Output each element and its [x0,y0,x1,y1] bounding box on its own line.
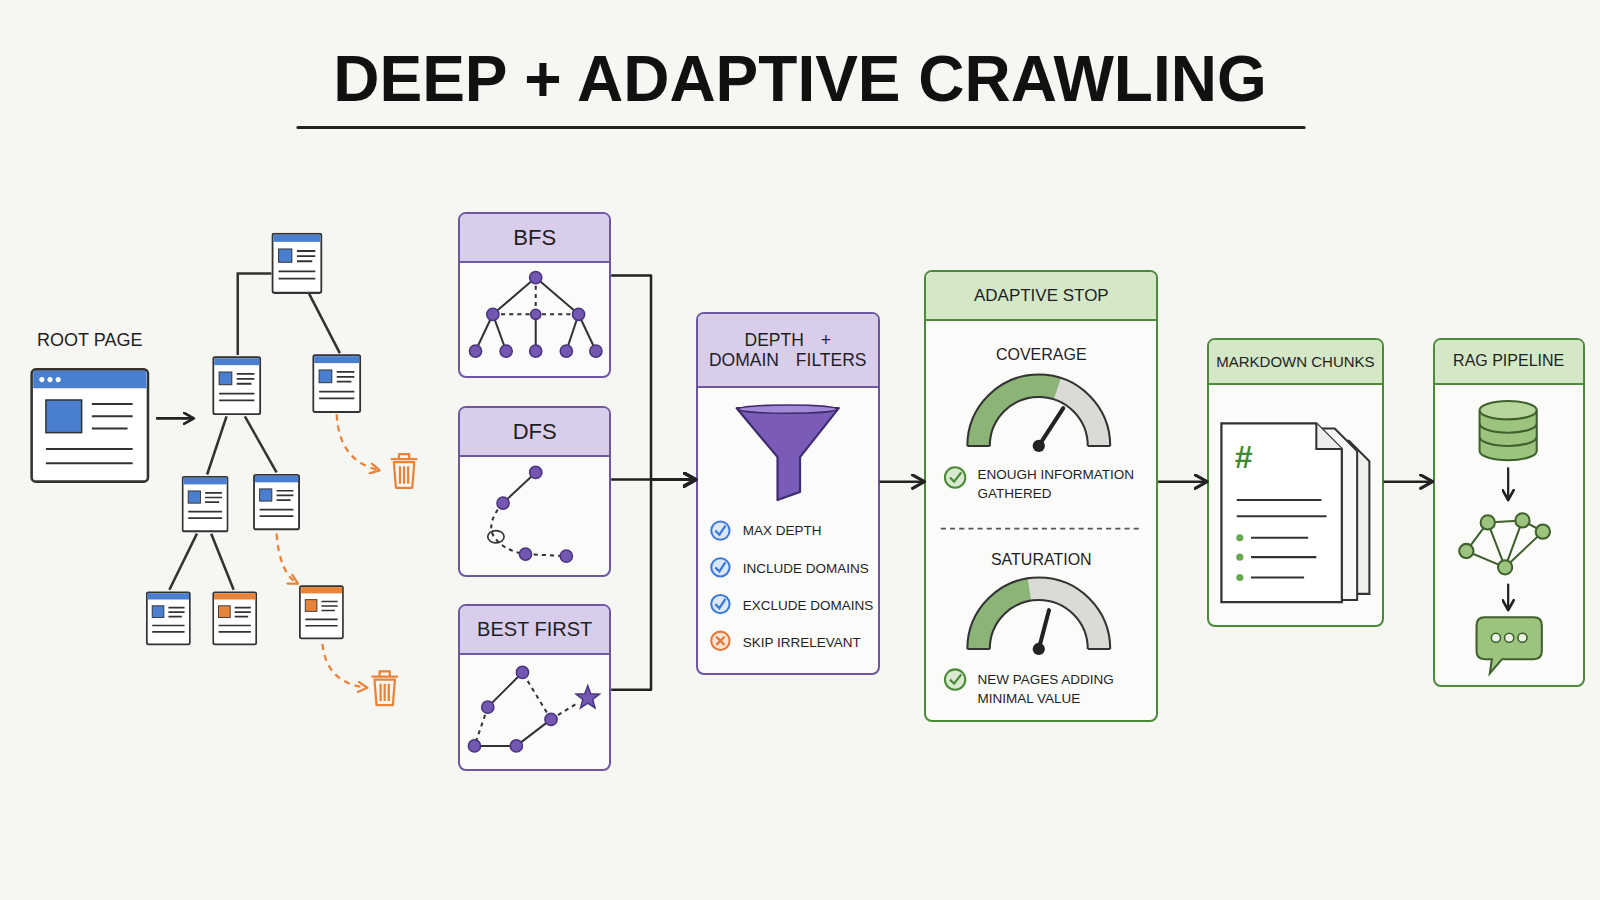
adaptive-stop-box: ADAPTIVE STOP COVERAGE ENOUGH INFORMATION … [924,270,1158,722]
browser-lines [46,404,133,463]
box-title: MARKDOWN CHUNKS [1209,340,1382,385]
browser-image [46,400,82,433]
box-title: DEPTH + DOMAIN FILTERS [698,314,878,387]
trash-shape [371,671,398,705]
browser-dot [47,377,52,382]
box-text: COVERAGE [926,344,1156,366]
page-icon [147,592,190,644]
box-text: EXCLUDE DOMAINS [743,597,874,615]
box-title: BFS [460,214,609,263]
page-label: ROOT PAGE [27,328,154,352]
flow-arrow [156,417,194,420]
strategy-box: DFS [458,406,611,576]
browser-window [32,369,148,481]
box-text: SATURATION [926,549,1156,571]
page-icon [183,477,228,531]
discard-arrow [277,534,298,584]
flow-connector [880,480,925,483]
markdown-symbol: # [1235,439,1253,476]
page-icon [272,234,321,293]
browser-dot [39,377,44,382]
tree-link [169,534,233,590]
page-icon [213,592,256,644]
box-title: BEST FIRST [460,606,609,655]
page-icon [213,357,260,414]
illustration [32,128,1550,752]
page-icon [313,355,360,412]
discard-arrow [337,414,380,470]
flow-connector [1158,480,1207,483]
flow-connector [611,480,696,690]
trash-icon [391,454,418,488]
page-icon [300,586,343,638]
browser-bar [33,371,146,388]
tree-link [207,416,276,474]
browser-dot [56,377,61,382]
rag-box: RAG PIPELINE [1433,338,1585,687]
box-title: DFS [460,408,609,457]
page-icon [254,475,299,529]
chunks-box: MARKDOWN CHUNKS [1207,338,1384,627]
tree-link [238,273,272,355]
box-title: RAG PIPELINE [1435,340,1583,385]
diagram-title: DEEP + ADAPTIVE CRAWLING [0,44,1600,114]
trash-shape [391,454,418,488]
box-text: MAX DEPTH [743,522,822,540]
root-page: ROOT PAGE [27,321,154,484]
box-text: SKIP IRRELEVANT [743,634,861,652]
tree-link [309,294,340,353]
filter-box: DEPTH + DOMAIN FILTERS MAX DEPTH INCLUDE D… [696,312,880,675]
strategy-box: BEST FIRST [458,604,611,771]
box-text: NEW PAGES ADDING MINIMAL VALUE [978,671,1158,707]
title-underline [298,126,1304,129]
strategy-box: BFS [458,212,611,377]
box-title: ADAPTIVE STOP [926,272,1156,321]
flow-connector [611,478,696,481]
discard-arrow [322,644,367,688]
box-text: ENOUGH INFORMATION GATHERED [978,466,1158,502]
trash-icon [371,671,398,705]
box-text: INCLUDE DOMAINS [743,560,869,578]
flow-connector [1384,480,1433,483]
flow-connector [611,276,696,480]
